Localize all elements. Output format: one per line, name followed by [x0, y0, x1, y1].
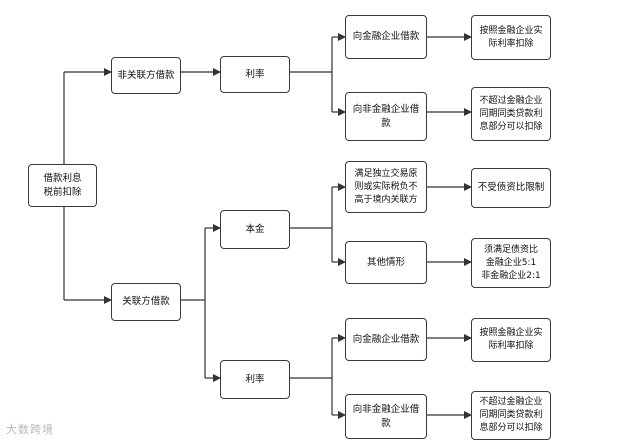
node-nonfinancial-loan-top: 向非金融企业借 款 — [345, 92, 427, 141]
node-arm-length-condition: 满足独立交易原 则或实际税负不 高于境内关联方 — [345, 161, 427, 213]
node-interest-rate-bottom: 利率 — [220, 360, 290, 399]
node-root: 借款利息 税前扣除 — [28, 164, 97, 207]
connector-interest-top — [290, 37, 333, 112]
watermark: 大数跨境 — [6, 423, 54, 436]
node-nonfinancial-loan-bottom: 向非金融企业借 款 — [345, 394, 427, 439]
node-principal: 本金 — [220, 210, 290, 249]
node-interest-rate-top: 利率 — [220, 56, 290, 93]
node-financial-loan-bottom: 向金融企业借款 — [345, 318, 427, 361]
connector-interest-bottom — [290, 338, 333, 415]
node-nonfinancial-result-bottom: 不超过金融企业 同期同类贷款利 息部分可以扣除 — [471, 391, 551, 440]
connector-related — [181, 228, 206, 378]
node-no-ratio-limit: 不受债资比限制 — [471, 168, 551, 208]
node-non-related-borrowing: 非关联方借款 — [111, 57, 181, 94]
node-nonfinancial-result-top: 不超过金融企业 同期同类贷款利 息部分可以扣除 — [471, 87, 551, 141]
node-financial-result-top: 按照金融企业实 际利率扣除 — [471, 15, 551, 60]
node-related-borrowing: 关联方借款 — [111, 283, 181, 321]
node-debt-equity-ratio: 须满足债资比 金融企业5:1 非金融企业2:1 — [471, 238, 551, 288]
node-other-cases: 其他情形 — [345, 241, 427, 284]
connector-principal — [290, 187, 333, 262]
node-financial-loan-top: 向金融企业借款 — [345, 15, 427, 59]
node-financial-result-bottom: 按照金融企业实 际利率扣除 — [471, 318, 551, 362]
